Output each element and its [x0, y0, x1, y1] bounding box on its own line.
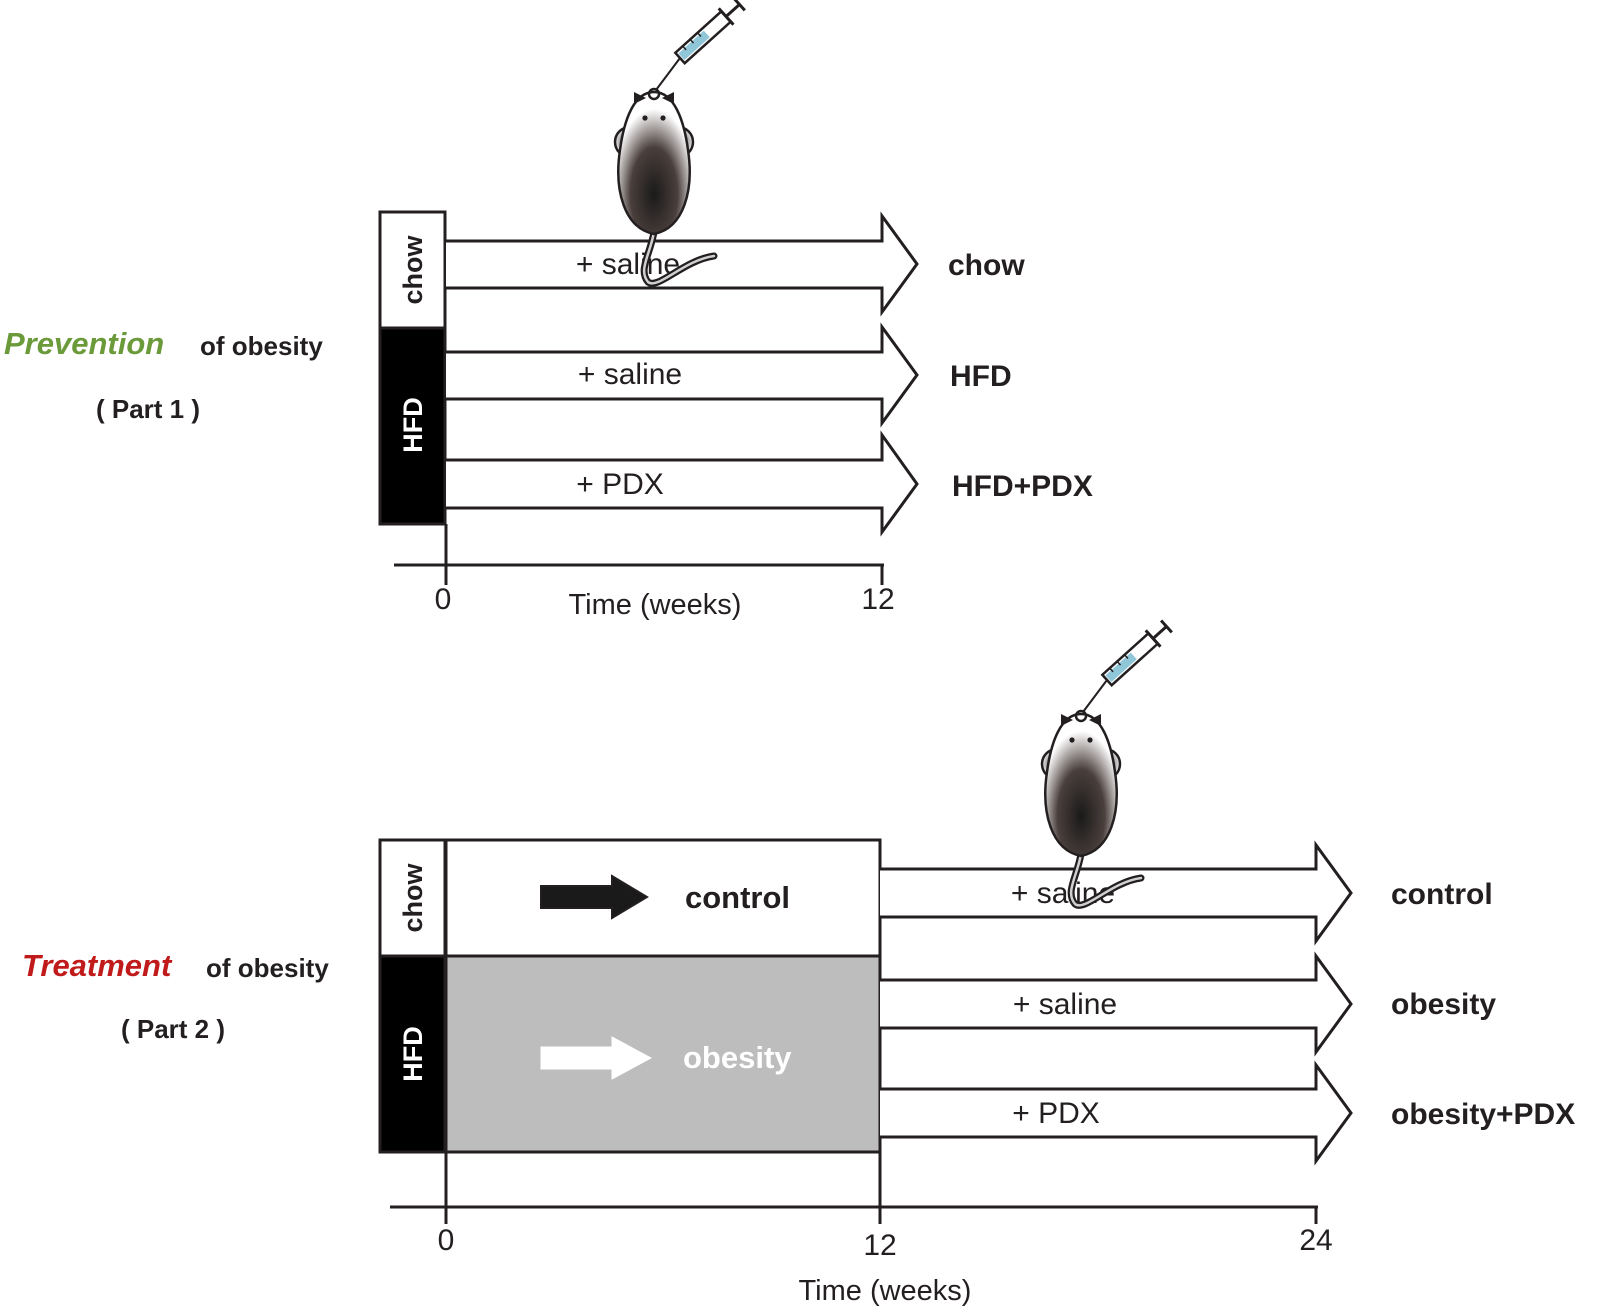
part1-title-highlight: Prevention: [4, 326, 164, 361]
part2-tick-label-24: 24: [1299, 1224, 1332, 1257]
part2-arrow-label-2: + saline: [1013, 988, 1117, 1021]
part1-axis-label: Time (weeks): [569, 589, 742, 621]
part2-title-highlight: Treatment: [22, 948, 173, 983]
part2-tick-label-12: 12: [863, 1229, 896, 1262]
part1-section: Prevention of obesity ( Part 1 ) chow HF…: [4, 0, 1093, 621]
part2-control-arrow-icon: [540, 874, 649, 920]
part2-control-phase-box: [444, 838, 882, 958]
part2-phase-obesity-label: obesity: [683, 1040, 792, 1075]
part1-hfd-label: HFD: [398, 397, 428, 453]
part2-obesity-phase-box: [444, 954, 882, 1154]
part1-hfd-box: [378, 326, 447, 526]
part2-phase-control-label: control: [685, 880, 790, 915]
part1-chow-label: chow: [398, 235, 428, 305]
part2-subtitle: ( Part 2 ): [121, 1014, 225, 1044]
part1-arrow-label-3: + PDX: [576, 468, 664, 501]
part1-group-hfd: HFD: [950, 360, 1012, 393]
part1-arrow-label-1: + saline: [576, 248, 680, 281]
part2-tick-label-0: 0: [438, 1224, 455, 1257]
part1-subtitle: ( Part 1 ): [96, 394, 200, 424]
part2-obesity-arrow-icon: [540, 1036, 653, 1080]
part1-arrow-label-2: + saline: [578, 358, 682, 391]
part2-group-control: control: [1391, 878, 1493, 911]
part1-group-chow: chow: [948, 249, 1025, 282]
part2-chow-label: chow: [398, 863, 428, 933]
part1-chow-box: [378, 210, 447, 330]
part2-group-obesity: obesity: [1391, 988, 1496, 1021]
part2-arrow-obesity-pdx: [880, 1060, 1353, 1166]
part2-section: Treatment of obesity ( Part 2 ) chow HFD…: [22, 618, 1575, 1307]
part2-arrow-label-3: + PDX: [1012, 1097, 1100, 1130]
part2-group-obesity-pdx: obesity+PDX: [1391, 1098, 1575, 1131]
part2-axis-label: Time (weeks): [799, 1275, 972, 1307]
part2-arrow-obesity: [880, 951, 1353, 1057]
mouse-injection-icon: [1042, 618, 1174, 905]
part1-title-rest: of obesity: [200, 331, 323, 361]
part1-tick-label-12: 12: [861, 583, 894, 616]
part1-arrow-hfd-pdx: [446, 430, 919, 537]
part1-arrow-hfd: [446, 322, 919, 428]
part2-arrow-control: [880, 840, 1353, 946]
part1-group-hfd-pdx: HFD+PDX: [952, 470, 1093, 503]
part1-arrow-chow: [446, 211, 919, 317]
part2-title-rest: of obesity: [206, 953, 329, 983]
part2-hfd-label: HFD: [398, 1026, 428, 1082]
part1-tick-label-0: 0: [435, 583, 452, 616]
